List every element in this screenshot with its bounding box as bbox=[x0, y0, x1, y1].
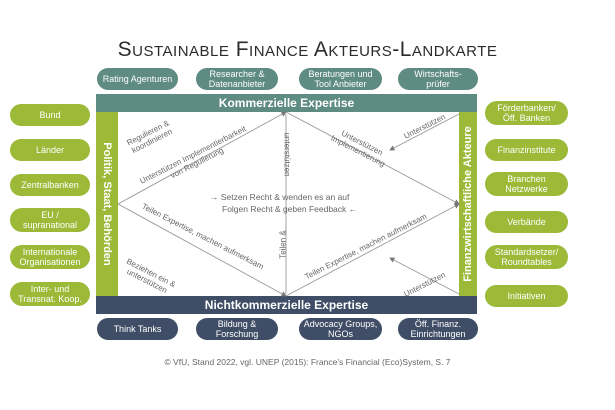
rel-unterstuetzen-br: Unterstützen bbox=[402, 270, 447, 299]
actor-bund: Bund bbox=[10, 104, 90, 126]
actor-bildung-forschung: Bildung & Forschung bbox=[196, 318, 278, 340]
actor-finanzinstitute: Finanzinstitute bbox=[485, 139, 568, 161]
diagram-title: Sustainable Finance Akteurs-Landkarte bbox=[117, 38, 498, 61]
bar-finanzwirtschaft bbox=[459, 94, 477, 314]
actor-advocacy: Advocacy Groups, NGOs bbox=[299, 318, 382, 340]
rel-teilen-right: Teilen Expertise, machen aufmerksam bbox=[303, 211, 429, 282]
actor-rating-agenturen: Rating Agenturen bbox=[97, 68, 178, 90]
rel-setzen: → Setzen Recht & wenden es an auf bbox=[210, 192, 350, 202]
actor-standardsetzer: Standardsetzer/ Roundtables bbox=[485, 245, 568, 269]
actor-oeff-finanz: Öff. Finanz. Einrichtungen bbox=[398, 318, 478, 340]
actor-initiativen: Initiativen bbox=[485, 285, 568, 307]
footer-source: © VfU, Stand 2022, vgl. UNEP (2015): Fra… bbox=[164, 357, 451, 367]
bar-politik bbox=[96, 94, 118, 314]
actor-laender: Länder bbox=[10, 139, 90, 161]
rel-teilen-vertical: Teilen & bbox=[278, 230, 288, 259]
bar-kommerziell: Kommerzielle Expertise bbox=[96, 94, 477, 112]
rel-unterstuetzen-impl2: Unterstützen Implementierung bbox=[329, 128, 387, 169]
rel-unterstuetzen-vertical: unterstützen bbox=[282, 132, 292, 177]
actor-internationale-org: Internationale Organisationen bbox=[10, 245, 90, 269]
label-finanzwirtschaft: Finanzwirtschaftliche Akteure bbox=[462, 126, 474, 282]
actor-verbaende: Verbände bbox=[485, 211, 568, 233]
rel-unterstuetzen-tr: Unterstützen bbox=[402, 112, 447, 141]
actor-wirtschaftspruefer: Wirtschafts- prüfer bbox=[398, 68, 478, 90]
rel-beziehen: Beziehen ein & unterstützen bbox=[125, 256, 178, 296]
actor-eu: EU / supranational bbox=[10, 208, 90, 232]
rel-regulieren: Regulieren & koordinieren bbox=[125, 118, 174, 156]
actor-think-tanks: Think Tanks bbox=[97, 318, 178, 340]
bar-nichtkommerziell: Nichtkommerzielle Expertise bbox=[96, 296, 477, 314]
actor-branchen-netzwerke: Branchen Netzwerke bbox=[485, 172, 568, 196]
actor-beratungen: Beratungen und Tool Anbieter bbox=[299, 68, 382, 90]
rel-folgen: Folgen Recht & geben Feedback ← bbox=[222, 204, 358, 214]
actor-inter-transnat: Inter- und Transnat. Koop. bbox=[10, 282, 90, 306]
actor-zentralbanken: Zentralbanken bbox=[10, 174, 90, 196]
actor-foerderbanken: Förderbanken/ Öff. Banken bbox=[485, 101, 568, 125]
arrow-right-top-support bbox=[389, 113, 460, 151]
actor-researcher: Researcher & Datenanbieter bbox=[196, 68, 278, 90]
label-politik: Politik, Staat, Behörden bbox=[101, 142, 113, 266]
